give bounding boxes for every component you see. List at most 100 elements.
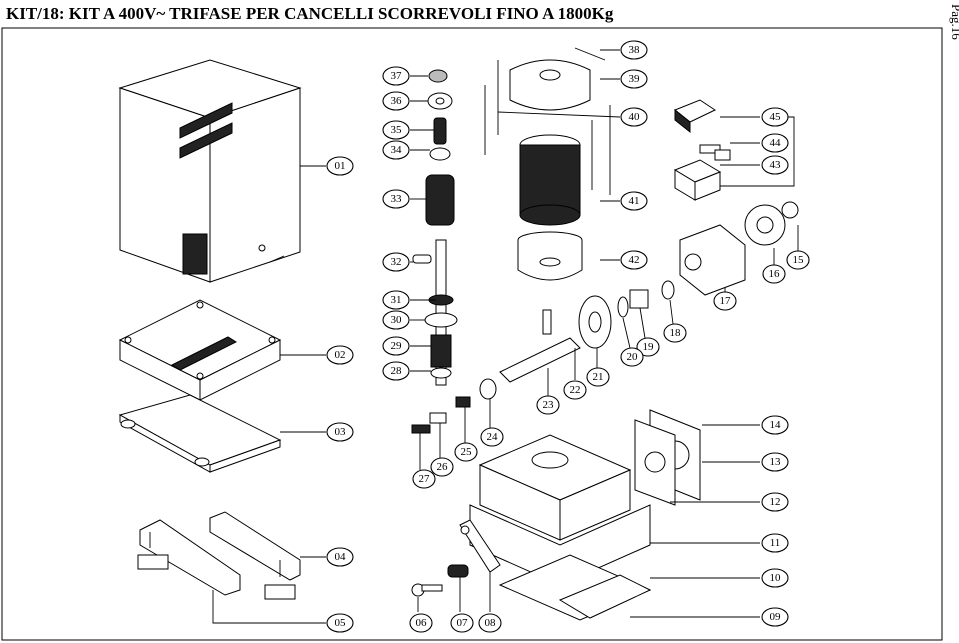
callout-label-07: 07 [457, 617, 469, 629]
callout-20: 20 [620, 347, 644, 367]
callout-label-06: 06 [416, 617, 428, 629]
callout-label-10: 10 [770, 572, 782, 584]
callout-label-40: 40 [629, 111, 641, 123]
part-drawing-07 [447, 564, 469, 578]
callout-label-02: 02 [335, 349, 346, 361]
callout-label-23: 23 [543, 399, 555, 411]
callout-label-38: 38 [629, 44, 641, 56]
part-drawing-03 [118, 394, 282, 473]
callout-40: 40 [620, 107, 648, 127]
callout-label-27: 27 [419, 473, 431, 485]
callout-label-29: 29 [391, 340, 403, 352]
page-border [1, 27, 943, 641]
callout-16: 16 [762, 264, 786, 284]
callout-label-20: 20 [627, 351, 639, 363]
callout-21: 21 [586, 367, 610, 387]
callout-15: 15 [786, 250, 810, 270]
page-title: KIT/18: KIT A 400V~ TRIFASE PER CANCELLI… [6, 4, 614, 23]
callout-label-39: 39 [629, 73, 641, 85]
part-drawing-39 [509, 59, 591, 111]
part-drawing-19 [629, 289, 649, 309]
callout-13: 13 [761, 452, 789, 472]
callout-11: 11 [761, 533, 789, 553]
callout-label-13: 13 [770, 456, 782, 468]
callout-45: 45 [761, 107, 789, 127]
callout-24: 24 [480, 427, 504, 447]
callout-label-36: 36 [391, 95, 403, 107]
part-drawing-27 [411, 424, 431, 434]
leader-lines [212, 49, 799, 624]
part-drawing-21 [578, 295, 612, 349]
callout-25: 25 [454, 442, 478, 462]
callout-label-35: 35 [391, 124, 403, 136]
callout-label-34: 34 [391, 144, 403, 156]
part-drawing-13 [634, 419, 676, 506]
part-drawing-02 [118, 299, 282, 401]
part-drawing-06 [411, 583, 443, 597]
callout-label-14: 14 [770, 419, 782, 431]
callout-01: 01 [326, 156, 354, 176]
callout-29: 29 [382, 336, 410, 356]
part-drawing-12 [478, 434, 632, 541]
callout-label-41: 41 [629, 195, 640, 207]
callout-23: 23 [536, 395, 560, 415]
callout-42: 42 [620, 250, 648, 270]
callout-28: 28 [382, 361, 410, 381]
callout-38: 38 [620, 40, 648, 60]
callout-04: 04 [326, 547, 354, 567]
part-drawing-44 [699, 144, 731, 161]
callout-label-43: 43 [770, 159, 782, 171]
callout-19: 19 [636, 337, 660, 357]
callout-label-16: 16 [769, 268, 781, 280]
callout-label-11: 11 [770, 537, 781, 549]
part-drawing-18 [661, 280, 675, 300]
part-drawing-41 [519, 134, 581, 226]
part-drawing-23 [542, 309, 552, 335]
callout-label-37: 37 [391, 70, 403, 82]
part-drawing-04 [137, 511, 301, 600]
page-number: Pag.16 [949, 4, 959, 40]
callout-03: 03 [326, 422, 354, 442]
part-drawing-26 [429, 412, 447, 424]
callout-label-17: 17 [720, 295, 732, 307]
part-drawing-32 [412, 254, 432, 264]
part-drawing-40 [484, 60, 611, 195]
callout-label-26: 26 [437, 461, 449, 473]
callout-36: 36 [382, 91, 410, 111]
callout-17: 17 [713, 291, 737, 311]
callout-33: 33 [382, 189, 410, 209]
callout-09: 09 [761, 607, 789, 627]
callout-label-04: 04 [335, 551, 347, 563]
callout-12: 12 [761, 492, 789, 512]
callout-35: 35 [382, 120, 410, 140]
part-drawing-33 [425, 174, 455, 226]
part-drawing-34 [429, 147, 451, 161]
callout-label-18: 18 [670, 327, 682, 339]
callout-label-42: 42 [629, 254, 640, 266]
callout-label-24: 24 [487, 431, 499, 443]
callout-07: 07 [450, 613, 474, 633]
callout-label-09: 09 [770, 611, 782, 623]
callout-label-32: 32 [391, 256, 402, 268]
callout-43: 43 [761, 155, 789, 175]
callout-18: 18 [663, 323, 687, 343]
callout-label-15: 15 [793, 254, 805, 266]
callout-10: 10 [761, 568, 789, 588]
callout-label-21: 21 [593, 371, 604, 383]
callout-label-08: 08 [485, 617, 497, 629]
part-drawing-22 [499, 337, 581, 383]
callout-41: 41 [620, 191, 648, 211]
callout-label-25: 25 [461, 446, 473, 458]
part-drawing-38 [574, 47, 606, 61]
callout-label-44: 44 [770, 137, 782, 149]
callout-label-22: 22 [570, 384, 581, 396]
part-drawing-15 [781, 201, 799, 219]
callout-label-19: 19 [643, 341, 655, 353]
part-drawing-20 [617, 296, 629, 318]
part-drawing-36 [427, 92, 453, 110]
callout-05: 05 [326, 613, 354, 633]
callout-34: 34 [382, 140, 410, 160]
part-drawing-45 [674, 99, 717, 134]
part-drawing-08 [459, 519, 501, 573]
